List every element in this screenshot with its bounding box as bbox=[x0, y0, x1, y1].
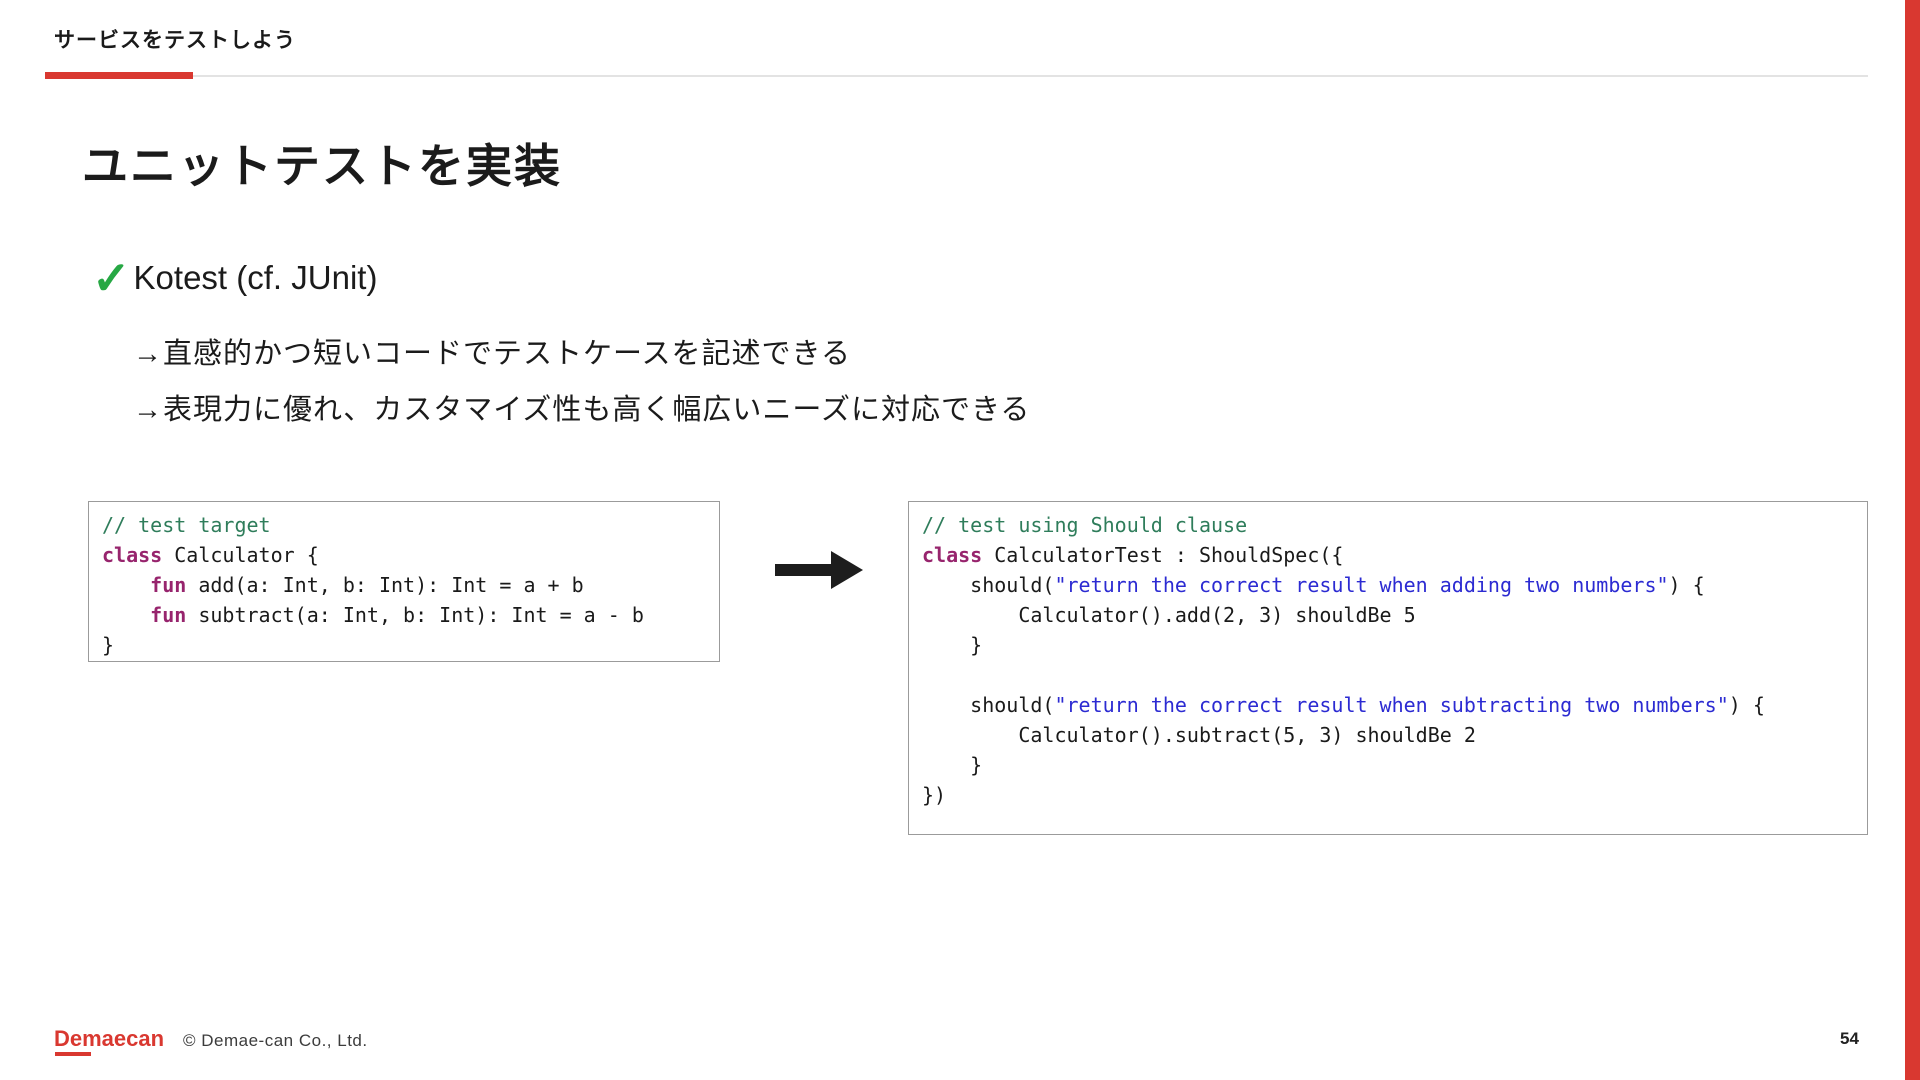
checkmark-icon: ✓ bbox=[92, 252, 131, 304]
right-arrow-icon bbox=[775, 551, 863, 589]
slide-section-label: サービスをテストしよう bbox=[54, 29, 296, 52]
page-title: ユニットテストを実装 bbox=[82, 140, 562, 192]
bullet-point-2: →表現力に優れ、カスタマイズ性も高く幅広いニーズに対応できる bbox=[133, 394, 1031, 426]
code-block-test-target: // test target class Calculator { fun ad… bbox=[88, 501, 720, 662]
bullet-point-1: →直感的かつ短いコードでテストケースを記述できる bbox=[133, 338, 851, 370]
arrow-shaft bbox=[775, 564, 835, 576]
header-divider-line bbox=[45, 75, 1868, 77]
kotest-heading: Kotest (cf. JUnit) bbox=[133, 259, 378, 296]
demaecan-logo-underline bbox=[55, 1052, 91, 1056]
kotest-heading-row: ✓ Kotest (cf. JUnit) bbox=[92, 252, 378, 304]
demaecan-logo: Demaecan bbox=[54, 1026, 165, 1051]
header-accent-underline bbox=[45, 72, 193, 79]
code-block-should-spec: // test using Should clause class Calcul… bbox=[908, 501, 1868, 835]
page-number: 54 bbox=[1840, 1029, 1859, 1048]
footer-copyright: © Demae-can Co., Ltd. bbox=[183, 1031, 368, 1050]
right-edge-accent-bar bbox=[1905, 0, 1920, 1080]
arrow-head bbox=[831, 551, 863, 589]
